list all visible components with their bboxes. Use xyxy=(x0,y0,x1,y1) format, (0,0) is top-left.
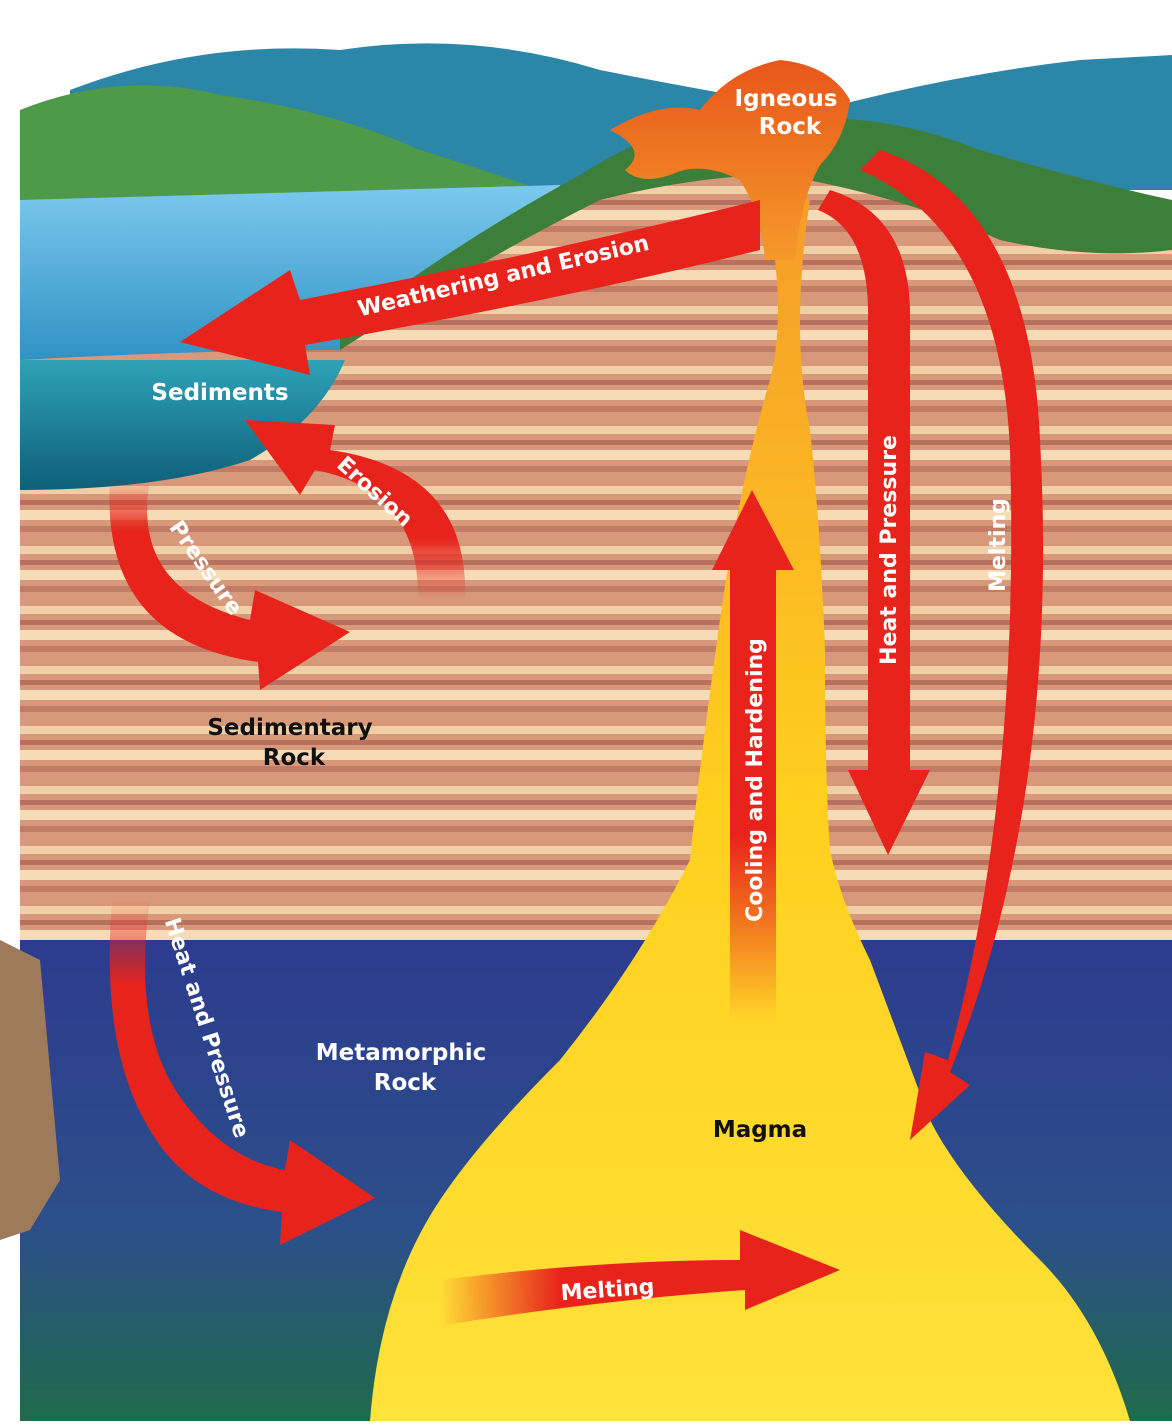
metamorphic-rock-label-line1: Metamorphic xyxy=(316,1040,486,1066)
metamorphic-rock-label-line2: Rock xyxy=(374,1070,437,1096)
cooling-hardening-text: Cooling and Hardening xyxy=(743,638,768,922)
magma-label: Magma xyxy=(713,1117,807,1143)
sedimentary-rock-label-line1: Sedimentary xyxy=(207,715,372,741)
sediments-label: Sediments xyxy=(151,380,288,406)
melting-right-text: Melting xyxy=(986,498,1011,592)
igneous-rock-label-line2: Rock xyxy=(759,114,822,140)
igneous-rock-label-line1: Igneous xyxy=(735,86,838,112)
sedimentary-rock-label-line2: Rock xyxy=(263,745,326,771)
heat-pressure-right-text: Heat and Pressure xyxy=(877,435,902,665)
